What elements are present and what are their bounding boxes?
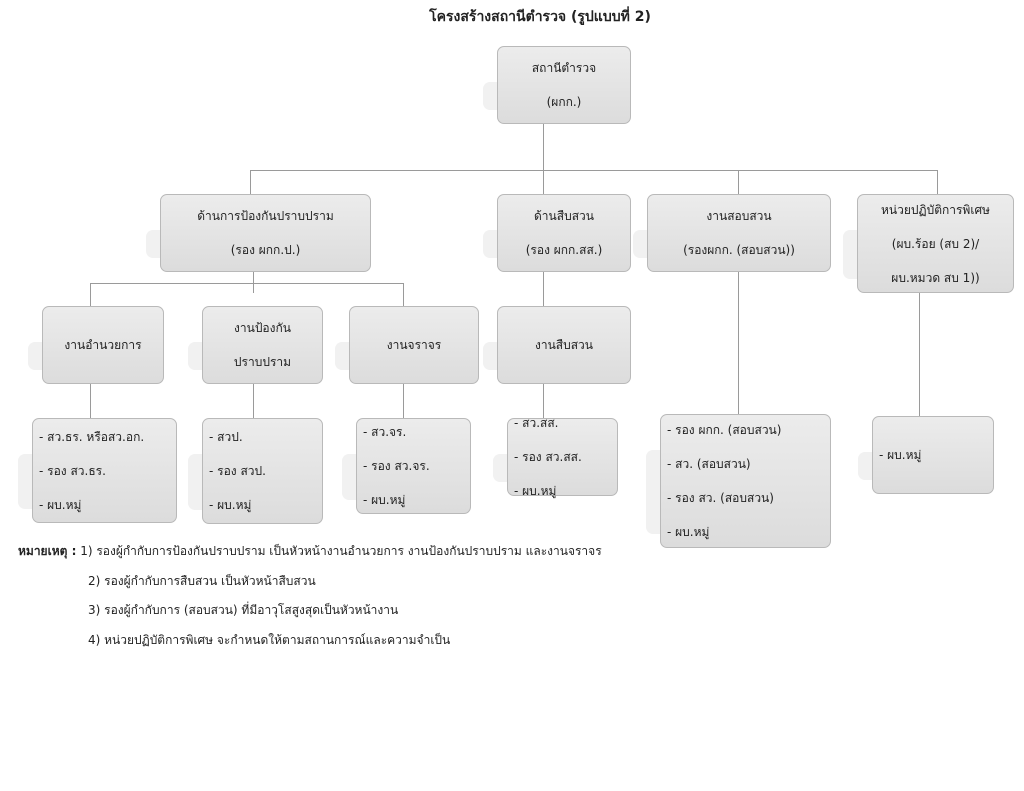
node-text: - ผบ.หมู่ <box>39 497 82 512</box>
connector <box>738 271 739 414</box>
node-text: - รอง สว.ธร. <box>39 463 106 478</box>
node-text: (รอง ผกก.ป.) <box>230 243 301 257</box>
node-text: - สว.จร. <box>363 425 407 439</box>
connector <box>919 292 920 416</box>
connector <box>543 383 544 418</box>
note-item: 4) หน่วยปฏิบัติการพิเศษ จะกำหนดให้ตามสถา… <box>88 632 451 647</box>
node-text: - รอง ผกก. (สอบสวน) <box>667 423 782 437</box>
node-text: สถานีตำรวจ <box>531 61 597 75</box>
node-text: (ผกก.) <box>546 95 582 109</box>
notes-label: หมายเหตุ : <box>18 544 77 558</box>
connector <box>90 383 91 418</box>
node-traffic: งานจราจร <box>349 306 479 384</box>
node-text: ด้านสืบสวน <box>534 209 594 223</box>
connector <box>90 283 91 306</box>
node-text: งานป้องกัน <box>234 321 291 335</box>
node-text: งานสอบสวน <box>706 209 772 223</box>
connector <box>543 123 544 194</box>
node-text: - ผบ.หมู่ <box>514 484 557 498</box>
node-text: (รองผกก. (สอบสวน)) <box>683 243 795 257</box>
node-text: งานจราจร <box>386 338 442 352</box>
node-text: ด้านการป้องกันปราบปราม <box>197 209 334 223</box>
node-prevention-work: งานป้องกันปราบปราม <box>202 306 323 384</box>
connector <box>937 170 938 194</box>
diagram-title: โครงสร้างสถานีตำรวจ (รูปแบบที่ 2) <box>429 9 651 25</box>
connector <box>90 283 404 284</box>
node-text: งานสืบสวน <box>534 338 593 352</box>
connector <box>403 283 404 306</box>
node-text: - ผบ.หมู่ <box>879 448 922 462</box>
node-special-ops: หน่วยปฏิบัติการพิเศษ (ผบ.ร้อย (สบ 2)/ ผบ.ห… <box>857 194 1014 293</box>
node-special-ops-staff: - ผบ.หมู่ <box>872 416 994 494</box>
connector <box>250 170 251 194</box>
node-text: หน่วยปฏิบัติการพิเศษ <box>881 202 990 217</box>
node-prevention: ด้านการป้องกันปราบปราม (รอง ผกก.ป.) <box>160 194 371 272</box>
node-text: - สว.สส. <box>514 416 559 430</box>
node-text: - สว. (สอบสวน) <box>667 457 751 471</box>
node-text: (รอง ผกก.สส.) <box>525 243 603 257</box>
node-text: (ผบ.ร้อย (สบ 2)/ <box>891 236 980 251</box>
connector <box>738 170 739 194</box>
node-text: ผบ.หมวด สบ 1)) <box>891 270 980 285</box>
note-item: 1) รองผู้กำกับการป้องกันปราบปราม เป็นหัว… <box>80 544 602 558</box>
note-item: 3) รองผู้กำกับการ (สอบสวน) ที่มีอาวุโสสู… <box>88 603 399 617</box>
node-text: ปราบปราม <box>233 355 292 369</box>
connector <box>250 170 938 171</box>
connector <box>543 271 544 306</box>
node-admin: งานอำนวยการ <box>42 306 164 384</box>
node-text: - รอง สว.จร. <box>363 459 430 473</box>
node-text: - ผบ.หมู่ <box>363 493 406 507</box>
node-inquiry-staff: - รอง ผกก. (สอบสวน) - สว. (สอบสวน) - รอง ส… <box>660 414 831 548</box>
node-investigation: ด้านสืบสวน (รอง ผกก.สส.) <box>497 194 631 272</box>
node-investigation-work: งานสืบสวน <box>497 306 631 384</box>
node-text: - รอง สวป. <box>209 464 266 478</box>
node-text: - สว.ธร. หรือสว.อก. <box>39 429 145 444</box>
node-police-station: สถานีตำรวจ (ผกก.) <box>497 46 631 124</box>
node-investigation-staff: - สว.สส. - รอง สว.สส. - ผบ.หมู่ <box>507 416 618 498</box>
node-text: - ผบ.หมู่ <box>667 525 710 539</box>
node-admin-staff: - สว.ธร. หรือสว.อก. - รอง สว.ธร. - ผบ.หมู่ <box>32 418 177 523</box>
notes: หมายเหตุ : 1) รองผู้กำกับการป้องกันปราบป… <box>18 541 602 659</box>
node-traffic-staff: - สว.จร. - รอง สว.จร. - ผบ.หมู่ <box>356 418 471 514</box>
connector <box>403 383 404 418</box>
node-text: - ผบ.หมู่ <box>209 498 252 512</box>
node-inquiry: งานสอบสวน (รองผกก. (สอบสวน)) <box>647 194 831 272</box>
node-prevention-staff: - สวป. - รอง สวป. - ผบ.หมู่ <box>202 418 323 524</box>
note-item: 2) รองผู้กำกับการสืบสวน เป็นหัวหน้าสืบสว… <box>88 573 316 588</box>
node-text: งานอำนวยการ <box>64 338 142 352</box>
node-text: - สวป. <box>209 430 243 444</box>
connector <box>253 383 254 418</box>
node-text: - รอง สว.สส. <box>514 450 582 464</box>
connector <box>253 271 254 293</box>
node-text: - รอง สว. (สอบสวน) <box>667 491 774 505</box>
